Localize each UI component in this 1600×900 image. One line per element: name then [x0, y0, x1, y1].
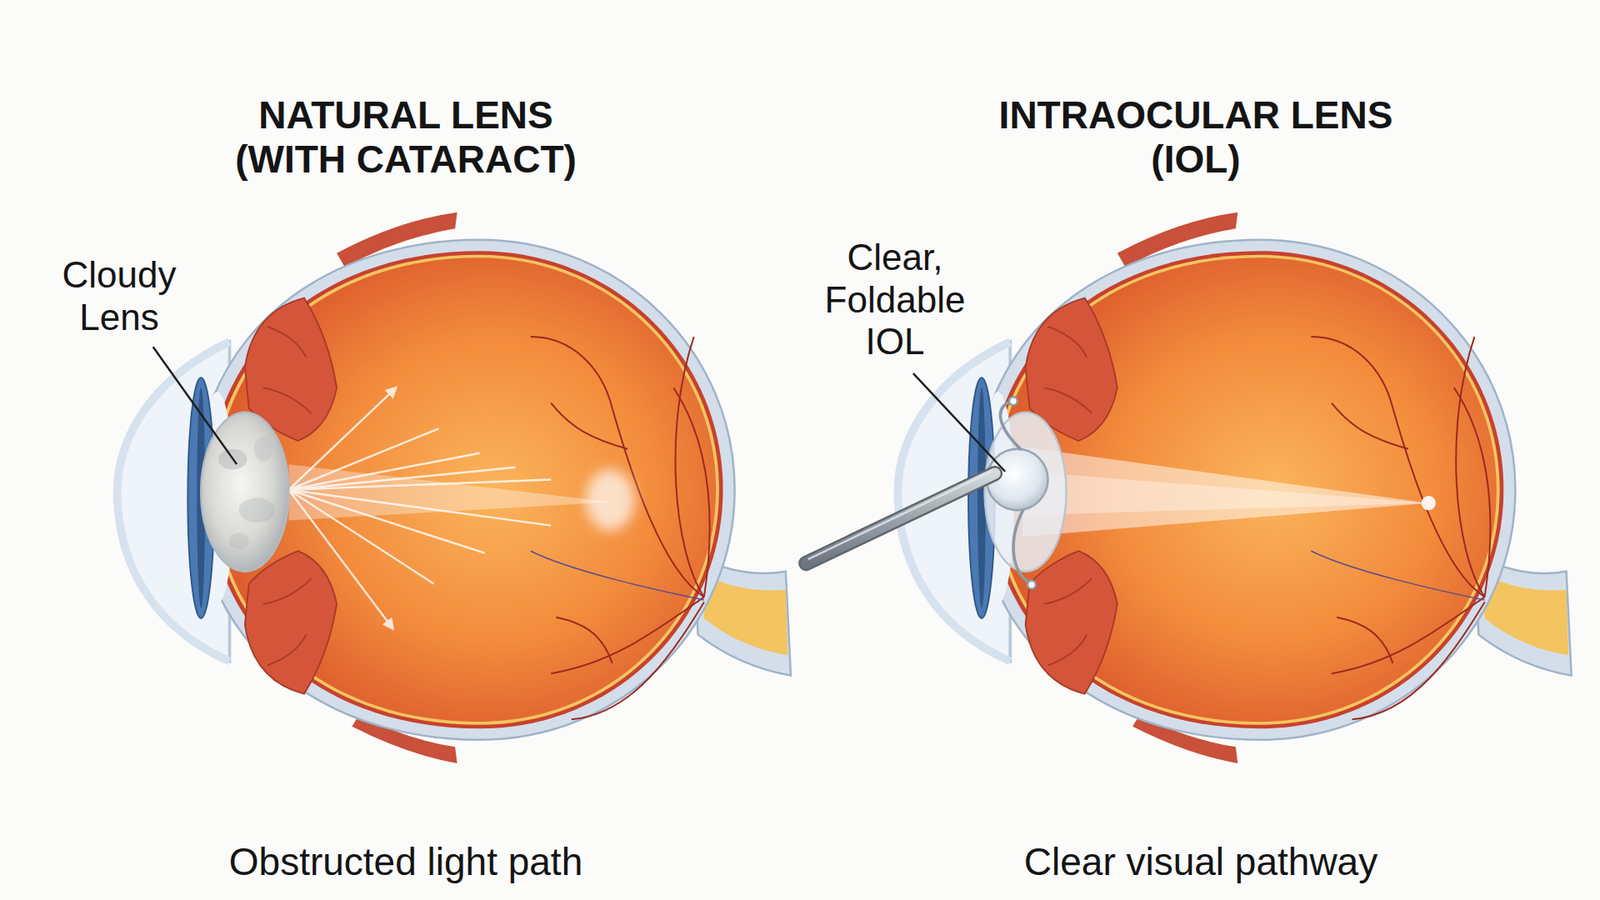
scattered-light-ray — [289, 490, 394, 630]
scattered-light-ray — [289, 428, 440, 490]
part-label: Clear, Foldable IOL — [811, 236, 979, 364]
cloudy-lens — [200, 412, 289, 572]
cloudy-lens — [200, 412, 289, 572]
intraocular-lens — [985, 412, 1067, 572]
surgical-instrument — [805, 471, 995, 564]
focus-point — [1421, 495, 1436, 510]
eye-with-cataract — [117, 212, 791, 764]
intraocular-lens — [1027, 580, 1036, 590]
surgical-instrument — [808, 471, 992, 560]
scattered-light-ray — [289, 490, 435, 585]
panel-heading: INTRAOCULAR LENS (IOL) — [975, 93, 1417, 182]
scattered-light-ray — [289, 387, 397, 490]
leader-line — [153, 346, 237, 465]
scattered-light-ray — [289, 467, 516, 490]
cloudy-lens — [239, 498, 276, 523]
cloudy-lens — [228, 532, 249, 550]
eye-with-iol — [897, 212, 1571, 764]
cloudy-lens — [254, 436, 273, 461]
scattered-light-ray — [289, 387, 552, 629]
scattered-light-ray — [289, 490, 485, 554]
light-beam — [1022, 446, 1429, 537]
part-label: Cloudy Lens — [44, 254, 195, 339]
light-beam — [1022, 471, 1429, 516]
surgical-instrument — [805, 473, 995, 564]
intraocular-lens — [985, 396, 1067, 589]
eye-with-cataract — [117, 212, 791, 764]
surgical-instrument — [805, 473, 995, 564]
panel-caption: Clear visual pathway — [884, 840, 1518, 885]
intraocular-lens — [1013, 509, 1032, 584]
leader-line — [913, 373, 1005, 472]
scattered-light-ray — [289, 480, 552, 490]
blurred-focus — [585, 469, 635, 530]
intraocular-lens — [1000, 400, 1021, 450]
panel-heading: NATURAL LENS (WITH CATARACT) — [214, 93, 598, 182]
panel-caption: Obstructed light path — [89, 840, 723, 885]
intraocular-lens — [1009, 396, 1018, 405]
scattered-light-ray — [289, 490, 552, 526]
eye-with-iol — [805, 212, 1571, 764]
